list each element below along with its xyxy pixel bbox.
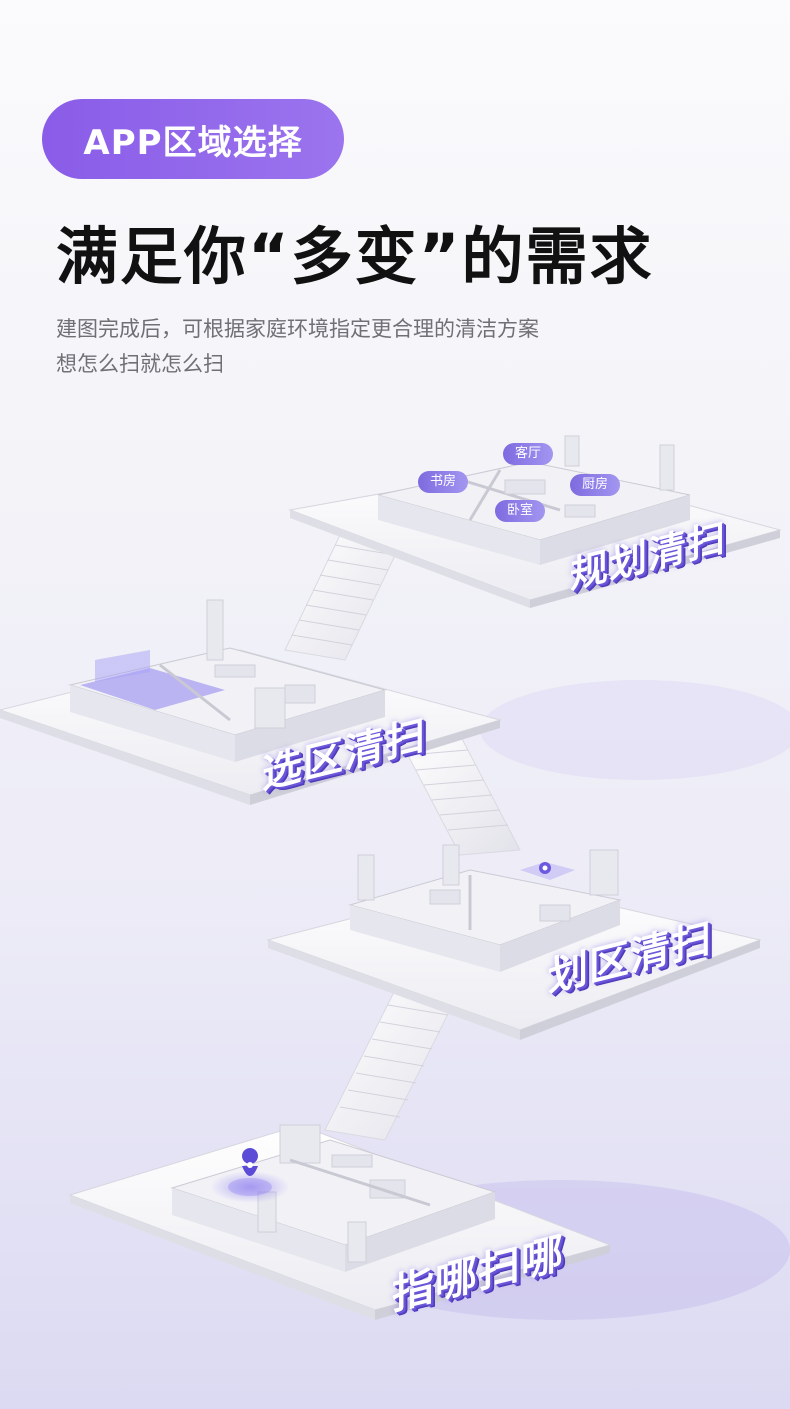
robot-vacuum-icon (539, 862, 551, 874)
floor-plan-2 (0, 599, 502, 805)
floor-plan-4 (68, 1124, 612, 1320)
room-tag-living-room: 客厅 (503, 443, 554, 465)
description: 建图完成后，可根据家庭环境指定更合理的清洁方案 想怎么扫就怎么扫 (56, 312, 696, 382)
headline: 满足你“多变”的需求 (56, 220, 654, 293)
description-line-2: 想怎么扫就怎么扫 (56, 352, 224, 376)
room-tag-kitchen: 厨房 (570, 474, 621, 496)
location-pin-icon (242, 1148, 259, 1176)
room-tag-bedroom: 卧室 (495, 500, 546, 522)
feature-badge: APP区域选择 (42, 99, 344, 179)
floor-plan-3 (266, 844, 762, 1040)
room-tag-study: 书房 (418, 471, 469, 493)
stairs-1 (284, 534, 401, 661)
description-line-1: 建图完成后，可根据家庭环境指定更合理的清洁方案 (56, 317, 539, 341)
